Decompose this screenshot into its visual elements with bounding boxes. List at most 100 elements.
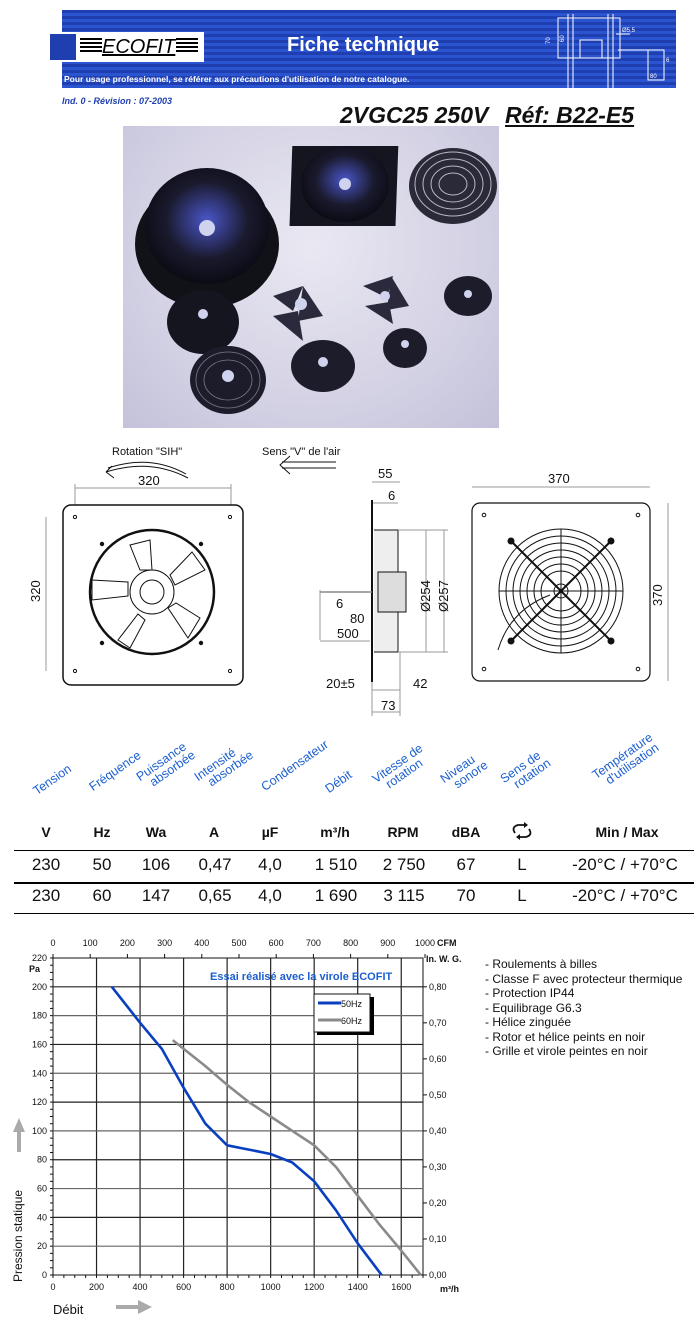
svg-text:Pa: Pa: [29, 964, 41, 974]
svg-text:Débit: Débit: [53, 1302, 84, 1317]
svg-text:200: 200: [32, 982, 47, 992]
svg-text:0,60: 0,60: [429, 1054, 447, 1064]
svg-text:20: 20: [37, 1241, 47, 1251]
svg-text:m³/h: m³/h: [440, 1284, 459, 1294]
svg-text:900: 900: [380, 938, 395, 948]
logo: ECOFIT: [48, 32, 204, 62]
unit-minmax: Min / Max: [595, 824, 659, 840]
svg-text:40: 40: [37, 1212, 47, 1222]
feature-item: - Hélice zinguée: [485, 1015, 572, 1029]
svg-text:0,30: 0,30: [429, 1162, 447, 1172]
header-debit: Débit: [322, 767, 355, 796]
svg-text:60: 60: [37, 1184, 47, 1194]
feature-item: - Equilibrage G6.3: [485, 1000, 582, 1015]
side-dim-42: 42: [413, 676, 427, 691]
header-tension: Tension: [30, 761, 74, 798]
svg-text:Pression statique: Pression statique: [11, 1190, 25, 1282]
svg-text:500: 500: [231, 938, 246, 948]
svg-text:60Hz: 60Hz: [341, 1016, 363, 1026]
svg-text:1000: 1000: [261, 1282, 281, 1292]
svg-text:100: 100: [83, 938, 98, 948]
unit-wa: Wa: [145, 824, 167, 840]
side-dia-257: Ø257: [436, 580, 451, 612]
brand-name: ECOFIT: [102, 36, 176, 58]
airflow-label: Sens "V" de l'air: [262, 446, 341, 458]
model-name: 2VGC25 250V: [340, 102, 489, 128]
technical-drawings: Rotation "SIH" Sens "V" de l'air 320 320…: [0, 436, 700, 721]
side-dim-6: 6: [336, 596, 343, 611]
product-photo: [123, 126, 499, 428]
features-list: - Roulements à billes - Classe F avec pr…: [485, 957, 682, 1059]
svg-text:160: 160: [32, 1039, 47, 1049]
grille-height-dim: 370: [650, 584, 665, 606]
front-width-dim: 320: [138, 473, 160, 488]
svg-text:300: 300: [157, 938, 172, 948]
side-dim-500: 500: [337, 626, 359, 641]
icon-dim-80: 80: [650, 74, 657, 80]
svg-text:220: 220: [32, 953, 47, 963]
svg-text:800: 800: [343, 938, 358, 948]
usage-notice: Pour usage professionnel, se référer aux…: [64, 74, 410, 84]
feature-item: - Grille et virole peintes en noir: [485, 1044, 648, 1058]
unit-m3h: m³/h: [320, 824, 350, 840]
unit-hz: Hz: [93, 824, 111, 840]
rotation-icon: [502, 821, 542, 844]
table-divider: [14, 882, 694, 884]
header-dimension-icon: 70 60 Ø5,5 6 80: [540, 10, 676, 88]
feature-item: - Rotor et hélice peints en noir: [485, 1029, 646, 1044]
svg-text:400: 400: [133, 1282, 148, 1292]
page-title: Fiche technique: [287, 34, 440, 56]
side-dim-6-top: 6: [388, 488, 395, 503]
svg-text:50Hz: 50Hz: [341, 999, 363, 1009]
unit-v: V: [41, 824, 51, 840]
svg-text:1600: 1600: [391, 1282, 411, 1292]
svg-text:In. W. G.: In. W. G.: [426, 954, 462, 964]
rotation-label: Rotation "SIH": [112, 446, 182, 458]
svg-text:0,00: 0,00: [429, 1270, 447, 1280]
svg-text:200: 200: [120, 938, 135, 948]
svg-text:80: 80: [37, 1155, 47, 1165]
side-dim-20: 20±5: [326, 676, 355, 691]
side-dim-55: 55: [378, 466, 392, 481]
svg-text:0,40: 0,40: [429, 1126, 447, 1136]
table-divider: [14, 913, 694, 914]
svg-text:600: 600: [176, 1282, 191, 1292]
icon-dim-hole: Ø5,5: [622, 28, 636, 34]
svg-text:100: 100: [32, 1126, 47, 1136]
svg-text:120: 120: [32, 1097, 47, 1107]
svg-text:800: 800: [220, 1282, 235, 1292]
svg-text:CFM: CFM: [437, 938, 457, 948]
unit-rpm: RPM: [387, 824, 419, 840]
feature-item: - Protection IP44: [485, 986, 575, 1000]
logo-lines-icon: [80, 38, 102, 54]
svg-text:0,80: 0,80: [429, 982, 447, 992]
svg-text:180: 180: [32, 1011, 47, 1021]
svg-text:1200: 1200: [304, 1282, 324, 1292]
svg-text:600: 600: [269, 938, 284, 948]
feature-item: - Classe F avec protecteur thermique: [485, 971, 683, 986]
svg-text:200: 200: [89, 1282, 104, 1292]
svg-text:140: 140: [32, 1068, 47, 1078]
svg-text:0,50: 0,50: [429, 1090, 447, 1100]
svg-text:0,10: 0,10: [429, 1234, 447, 1244]
reference-code: Réf: B22-E5: [505, 102, 635, 128]
logo-square-icon: [50, 34, 76, 60]
feature-item: - Roulements à billes: [485, 957, 598, 971]
header-banner: ECOFIT Fiche technique Pour usage profes…: [48, 10, 540, 88]
icon-dim-6: 6: [666, 58, 670, 64]
svg-text:0,70: 0,70: [429, 1018, 447, 1028]
side-dim-80: 80: [350, 611, 364, 626]
table-divider: [14, 850, 694, 851]
front-height-dim: 320: [28, 580, 43, 602]
svg-text:700: 700: [306, 938, 321, 948]
units-row: V Hz Wa A µF m³/h RPM dBA Min / Max: [0, 821, 700, 844]
revision-label: Ind. 0 - Révision : 07-2003: [62, 96, 173, 106]
grille-width-dim: 370: [548, 471, 570, 486]
